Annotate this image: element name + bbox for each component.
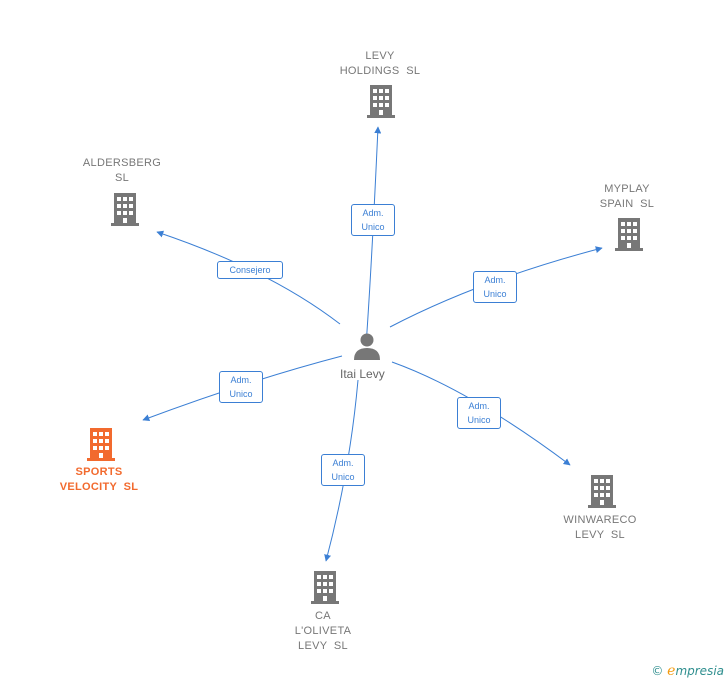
edge-levy-holdings <box>365 126 382 347</box>
building-icon-aldersberg[interactable] <box>111 193 139 226</box>
building-icon-myplay-spain[interactable] <box>615 218 643 251</box>
relation-label-myplay-spain: Adm. Unico <box>473 271 517 303</box>
company-label-myplay-spain[interactable]: MYPLAY SPAIN SL <box>599 183 655 210</box>
brand-logo-text: mpresia <box>675 664 724 678</box>
brand-logo-e: e <box>667 663 676 679</box>
company-label-sports-velocity[interactable]: SPORTS VELOCITY SL <box>59 466 139 493</box>
relation-label-aldersberg: Consejero <box>217 261 283 279</box>
relation-label-sports-velocity: Adm. Unico <box>219 371 263 403</box>
company-label-aldersberg[interactable]: ALDERSBERG SL <box>82 157 162 184</box>
building-icon-levy-holdings[interactable] <box>367 85 395 118</box>
building-icon-sports-velocity[interactable] <box>87 428 115 461</box>
relation-label-levy-holdings: Adm. Unico <box>351 204 395 236</box>
brand-footer: © empresia <box>651 663 724 679</box>
person-name[interactable]: Itai Levy <box>340 367 385 381</box>
company-label-winwareco-levy[interactable]: WINWARECO LEVY SL <box>563 514 637 541</box>
relation-label-ca-loliveta-levy: Adm. Unico <box>321 454 365 486</box>
relation-label-winwareco-levy: Adm. Unico <box>457 397 501 429</box>
copyright-symbol: © <box>651 664 664 678</box>
company-label-levy-holdings[interactable]: LEVY HOLDINGS SL <box>339 50 421 77</box>
building-icon-ca-loliveta-levy[interactable] <box>311 571 339 604</box>
building-icon-winwareco-levy[interactable] <box>588 475 616 508</box>
company-label-ca-loliveta-levy[interactable]: CA L'OLIVETA LEVY SL <box>294 610 352 652</box>
person-icon[interactable] <box>354 333 380 361</box>
